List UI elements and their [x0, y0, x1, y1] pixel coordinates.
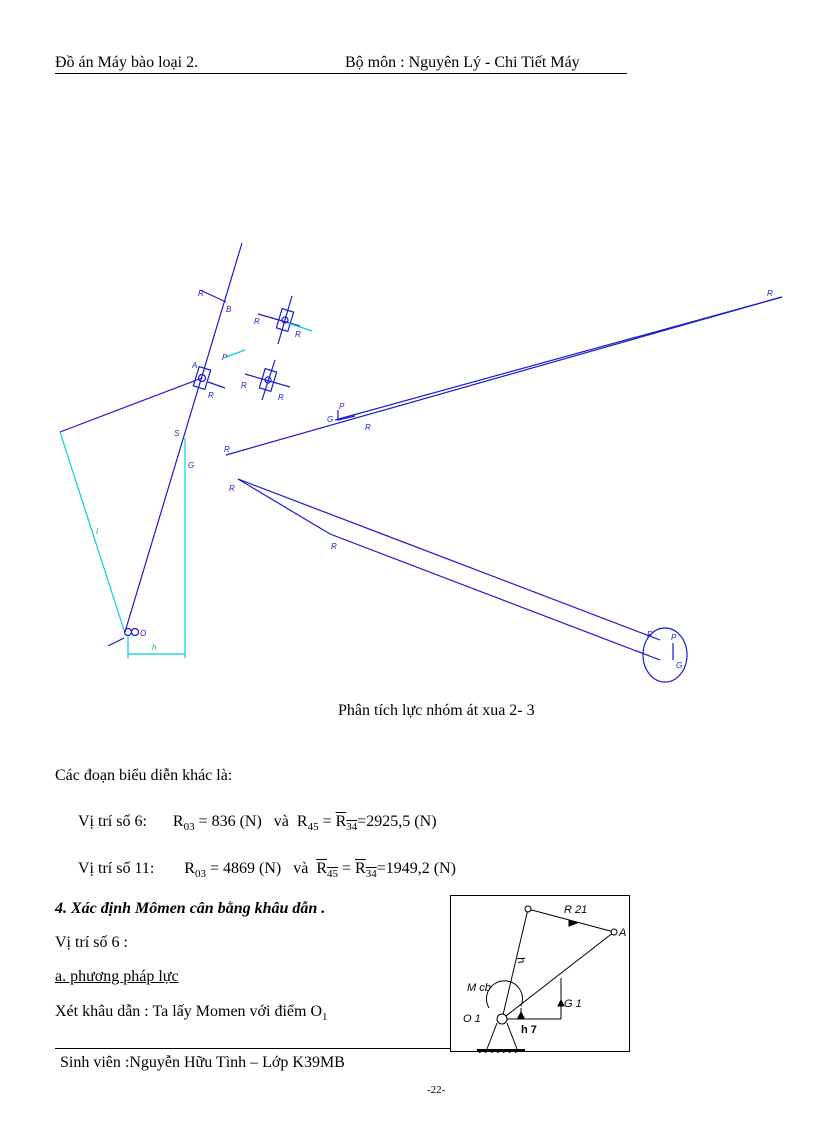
label-r-7: R	[331, 542, 337, 551]
moment-figure: R 21 A h M cb O 1 G 1 h 7	[450, 895, 630, 1053]
label-r-5: R	[224, 445, 230, 454]
label-b: B	[226, 305, 232, 314]
label-r21: R 21	[564, 904, 587, 916]
label-r-9: R	[365, 423, 371, 432]
label-g: G	[188, 461, 194, 470]
slider-block-a	[192, 365, 212, 391]
page-number: -22-	[427, 1084, 446, 1096]
detail-circle	[642, 627, 688, 683]
footer-rule	[55, 1048, 450, 1049]
label-a: A	[191, 361, 197, 370]
label-r-6: R	[229, 484, 235, 493]
label-r-10: R	[647, 630, 653, 639]
label-r-1: R	[254, 317, 260, 326]
force-polygon-line-2	[334, 296, 783, 421]
label-a-point: A	[618, 927, 626, 939]
label-r-3: R	[241, 381, 247, 390]
position-label: Vị trí số 6 :	[55, 934, 128, 951]
label-r-2: R	[295, 330, 301, 339]
result-row-11: Vị trí số 11:R03 = 4869 (N) và R45 = R34…	[78, 860, 456, 881]
link-2-line	[59, 377, 203, 433]
label-l: l	[96, 527, 98, 536]
label-g-3: G	[676, 661, 682, 670]
force-polygon-line-3	[237, 478, 661, 641]
label-g-2: G	[327, 415, 333, 424]
label-h: h	[152, 643, 157, 652]
force-polygon-line-1	[225, 296, 783, 456]
label-g1: G 1	[564, 998, 582, 1010]
force-triangle	[337, 410, 356, 421]
statement-text: Xét khâu dẫn : Ta lấy Momen với điểm O1	[55, 1003, 328, 1024]
lever-arm-line	[59, 431, 125, 631]
force-polygon-line-4	[237, 478, 661, 661]
label-p-2: P	[339, 402, 345, 411]
label-p: P	[222, 353, 228, 362]
intro-text: Các đoạn biểu diễn khác là:	[55, 767, 233, 784]
header-left: Đồ án Máy bào loại 2.	[55, 54, 199, 71]
link-3-line	[124, 242, 243, 633]
label-h-arm: h	[514, 956, 527, 965]
force-arrow-r2	[207, 381, 226, 389]
section-title: 4. Xác định Mômen cân bằng khâu dẫn .	[55, 900, 326, 917]
footer-student: Sinh viên :Nguyễn Hữu Tình – Lớp K39MB	[60, 1054, 345, 1071]
label-p-3: P	[671, 633, 677, 642]
label-r-b: R	[198, 289, 204, 298]
label-h7: h 7	[521, 1024, 537, 1036]
label-r-4: R	[278, 393, 284, 402]
joint-a	[197, 373, 207, 383]
diagram-caption: Phân tích lực nhóm át xua 2- 3	[338, 702, 535, 719]
label-o1: O 1	[463, 1013, 481, 1025]
label-r-8: R	[767, 289, 773, 298]
result-row-6: Vị trí số 6:R03 = 836 (N) và R45 = R34=2…	[78, 813, 437, 834]
force-arrow-rb	[199, 289, 227, 303]
method-heading: a. phương pháp lực	[55, 968, 179, 985]
moment-diagram: R 21 A h M cb O 1 G 1 h 7	[463, 904, 626, 1053]
label-mcb: M cb	[467, 982, 491, 994]
label-s: S	[174, 429, 180, 438]
header-right: Bộ môn : Nguyên Lý - Chi Tiết Máy	[345, 54, 580, 71]
header-rule	[55, 73, 627, 74]
label-o: O	[140, 629, 146, 638]
label-r-a: R	[208, 391, 214, 400]
